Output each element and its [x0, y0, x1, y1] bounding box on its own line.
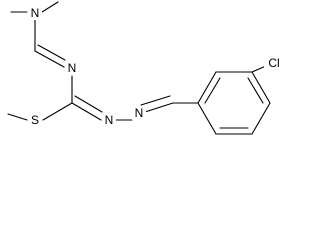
atom-label-s: S [31, 113, 39, 127]
atom-label-n-azo-1: N [105, 113, 114, 127]
bond-s-methyl [7, 113, 28, 121]
bonds [7, 1, 271, 135]
structure-diagram: N N S N N Cl [7, 1, 284, 135]
atom-cl: Cl [264, 56, 284, 70]
bond-c-s [42, 102, 73, 121]
ring-bond-3 [251, 71, 271, 104]
atom-n-imine: N [65, 61, 79, 75]
bond-ch-n-double-a [34, 50, 65, 68]
atom-n-azo-1: N [102, 113, 116, 127]
atom-label-cl: Cl [268, 56, 279, 70]
bond-methyl-right [41, 1, 59, 13]
atom-label-n-imine: N [68, 61, 77, 75]
ring-bond-4 [251, 102, 271, 135]
ring-bond-6 [197, 102, 217, 135]
atom-n-azo-2: N [132, 106, 146, 120]
ring-inner-2 [247, 77, 264, 104]
bond-n-ch-double-a [144, 102, 174, 113]
ring-bond-1 [197, 71, 217, 104]
bond-c-n-double-b [74, 95, 103, 113]
atom-labels: N N S N N Cl [28, 6, 284, 127]
atom-label-n-dimethyl: N [31, 6, 40, 20]
bond-ring-cl [251, 65, 267, 73]
bond-n-ch-double-b [140, 95, 171, 106]
atom-s-thio: S [28, 113, 42, 127]
atom-label-n-azo-2: N [135, 106, 144, 120]
bond-c-n-double-a [71, 102, 102, 121]
bond-ch-n-double-b [37, 44, 66, 61]
atom-n-dimethyl: N [28, 6, 42, 20]
ring-inner-1 [204, 77, 221, 104]
